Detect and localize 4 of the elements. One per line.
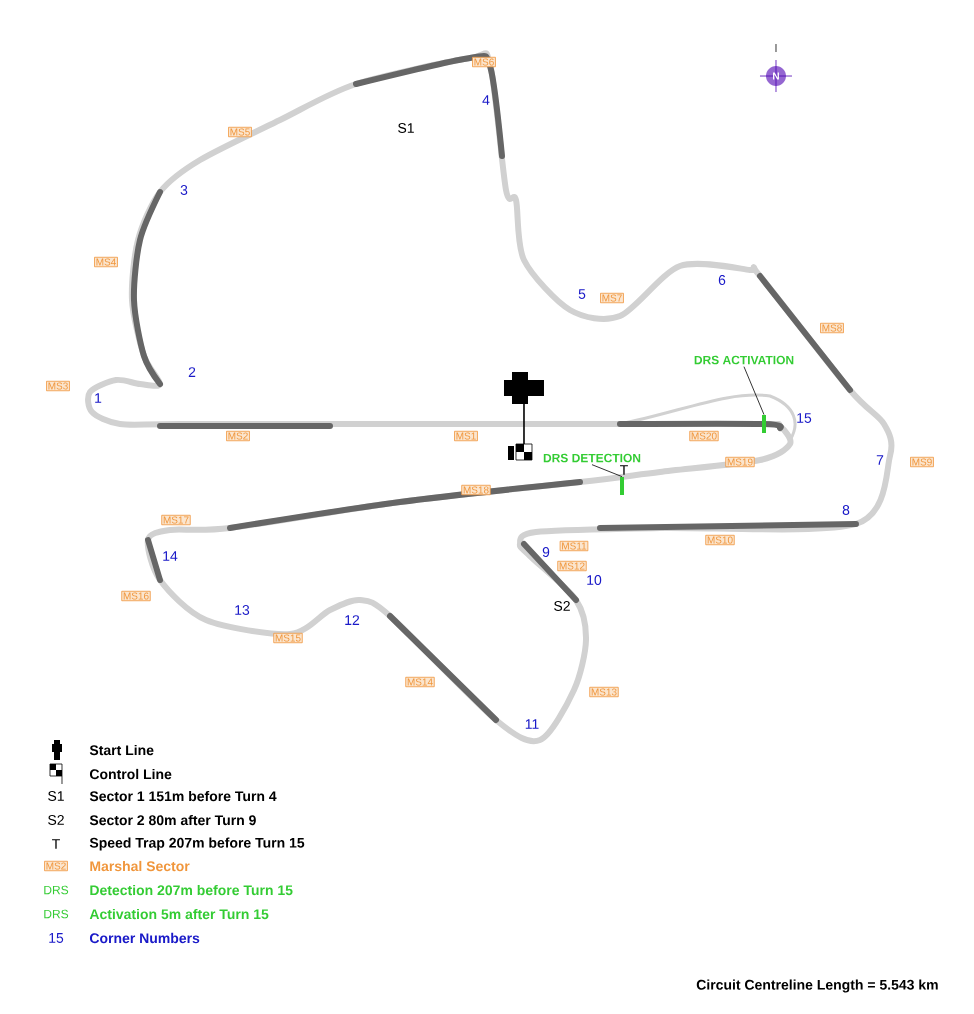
- drs-line-mark: [762, 415, 766, 433]
- leader-line: [743, 366, 765, 415]
- drs-line-mark: [620, 477, 624, 495]
- leader-line: [591, 464, 623, 477]
